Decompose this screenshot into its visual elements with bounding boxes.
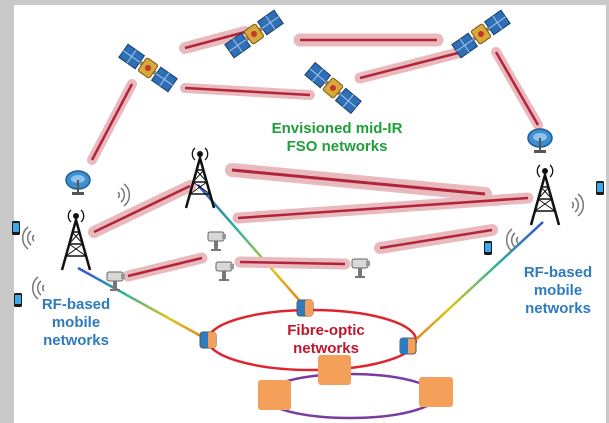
fso-beam [237,196,529,220]
fso-beam [239,260,346,266]
fso-beams [87,26,543,282]
wireless-waves-icon [21,226,35,250]
fibre-links [77,184,544,346]
wireless-waves-icon [117,183,131,207]
rf-networks-left-label: RF-based mobile networks [28,296,124,350]
fso-beam [231,168,486,196]
network-nodes [199,299,453,410]
fibre-label-line: networks [293,340,359,357]
fso-transceiver-icon [207,231,227,252]
fso-beam [127,256,203,278]
fso-beam [359,51,459,80]
network-node-icon [305,300,313,316]
satellite-icon [304,62,362,114]
network-node-icon [318,355,351,385]
fso-beam [90,83,134,161]
phone-icon [14,293,22,307]
fso-beam [93,184,191,234]
fso-beam [184,86,311,97]
network-node-icon [419,377,453,407]
network-node-icon [208,332,216,348]
cell-tower-icon [529,163,561,227]
fso-label-line: Envisioned mid-IR [271,120,403,137]
fso-beam [494,51,540,126]
fso-label-line: FSO networks [286,138,388,155]
fso-transceiver-icon [106,271,126,292]
fibre-optic-label: Fibre-optic networks [272,322,380,358]
fso-transceiver-icon [215,261,235,282]
fso-networks-label: Envisioned mid-IR FSO networks [252,120,422,156]
rf-right-label-line: mobile [533,282,583,299]
rf-left-label-line: networks [43,332,109,349]
rf-left-label-line: RF-based [41,296,111,313]
wireless-waves-icon [571,193,585,217]
rf-right-label-line: networks [525,300,591,317]
cell-tower-icon [60,208,92,272]
network-node-icon [400,338,408,354]
phone-icon [484,241,492,255]
network-node-icon [258,380,291,410]
fso-beam [184,30,246,50]
phone-icon [12,221,20,235]
fibre-label-line: Fibre-optic [287,322,365,339]
fso-transceiver-icon [351,258,371,279]
rf-left-label-line: mobile [51,314,101,331]
dish-antenna-icon [65,170,91,196]
rf-networks-right-label: RF-based mobile networks [510,264,606,318]
phone-icon [596,181,604,195]
fso-beam [379,228,493,250]
rf-right-label-line: RF-based [523,264,593,281]
dish-antenna-icon [527,128,553,154]
satellite-icon [451,9,511,59]
